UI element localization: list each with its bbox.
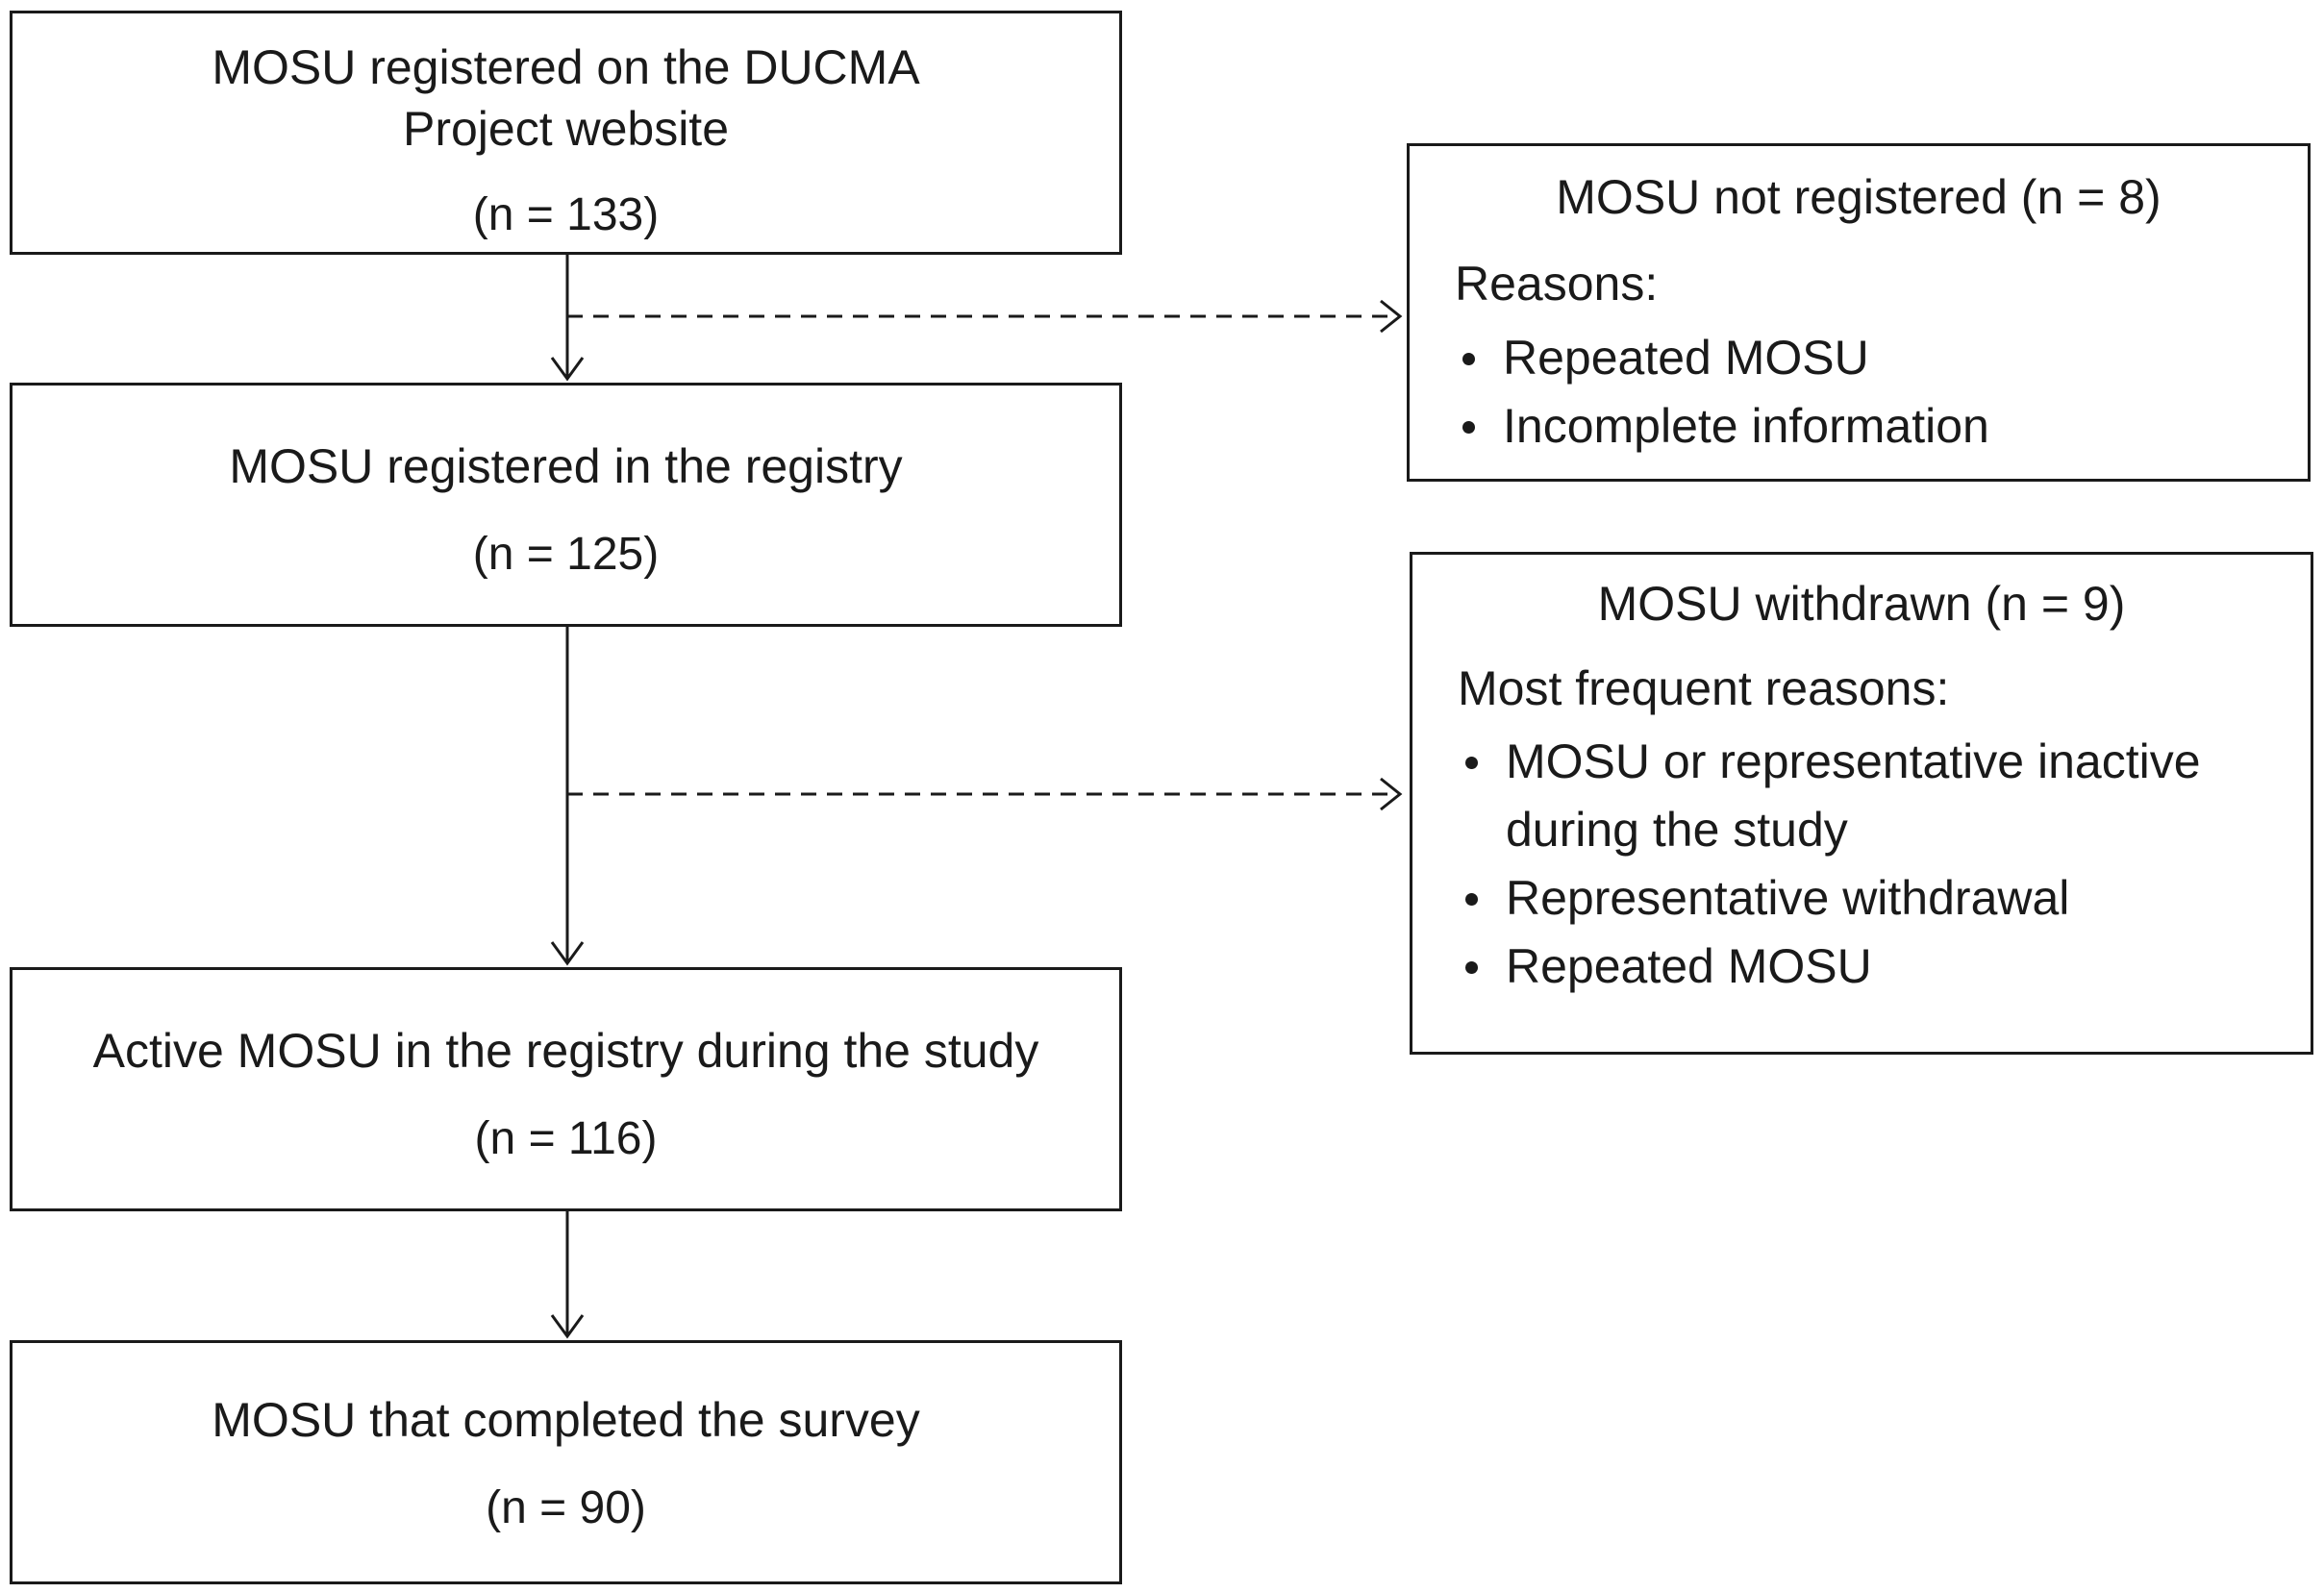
side-box-subheading: Reasons:	[1455, 257, 1659, 311]
side-box-heading: MOSU not registered (n = 8)	[1556, 170, 2162, 224]
box-title-line: Project website	[402, 102, 730, 156]
box-registered-website: MOSU registered on the DUCMA Project web…	[10, 11, 1122, 255]
box-count: (n = 116)	[474, 1113, 658, 1164]
arrowhead-133-to-125	[550, 357, 585, 382]
box-active-registry: Active MOSU in the registry during the s…	[10, 967, 1122, 1211]
list-item: Incomplete information	[1455, 392, 1989, 460]
box-count: (n = 90)	[486, 1482, 646, 1533]
side-box-heading: MOSU withdrawn (n = 9)	[1597, 577, 2126, 631]
arrowhead-125-to-116	[550, 941, 585, 966]
box-title-line: MOSU that completed the survey	[212, 1393, 920, 1447]
box-completed-survey: MOSU that completed the survey (n = 90)	[10, 1340, 1122, 1584]
box-not-registered: MOSU not registered (n = 8) Reasons: Rep…	[1407, 143, 2311, 482]
box-title: MOSU registered on the DUCMA Project web…	[12, 37, 1119, 160]
box-title-line: MOSU registered in the registry	[229, 439, 903, 493]
dashed-arrowhead-not-registered	[1380, 299, 1403, 334]
reasons-list: Repeated MOSU Incomplete information	[1455, 324, 1989, 460]
box-title: MOSU that completed the survey	[12, 1389, 1119, 1451]
list-item: Representative withdrawal	[1458, 864, 2304, 933]
arrowhead-116-to-90	[550, 1314, 585, 1339]
box-count: (n = 125)	[472, 529, 660, 580]
box-withdrawn: MOSU withdrawn (n = 9) Most frequent rea…	[1410, 552, 2313, 1055]
box-title: MOSU registered in the registry	[12, 436, 1119, 497]
reasons-list: MOSU or representative inactive during t…	[1458, 728, 2304, 1001]
box-title-line: MOSU registered on the DUCMA	[212, 40, 920, 94]
list-item: Repeated MOSU	[1458, 933, 2304, 1001]
side-box-subheading: Most frequent reasons:	[1458, 661, 1950, 715]
dashed-arrowhead-withdrawn	[1380, 777, 1403, 811]
list-item: MOSU or representative inactive during t…	[1458, 728, 2304, 864]
list-item: Repeated MOSU	[1455, 324, 1989, 392]
box-registered-registry: MOSU registered in the registry (n = 125…	[10, 383, 1122, 627]
box-count: (n = 133)	[472, 189, 660, 240]
box-title: Active MOSU in the registry during the s…	[12, 1020, 1119, 1082]
box-title-line: Active MOSU in the registry during the s…	[92, 1024, 1039, 1078]
